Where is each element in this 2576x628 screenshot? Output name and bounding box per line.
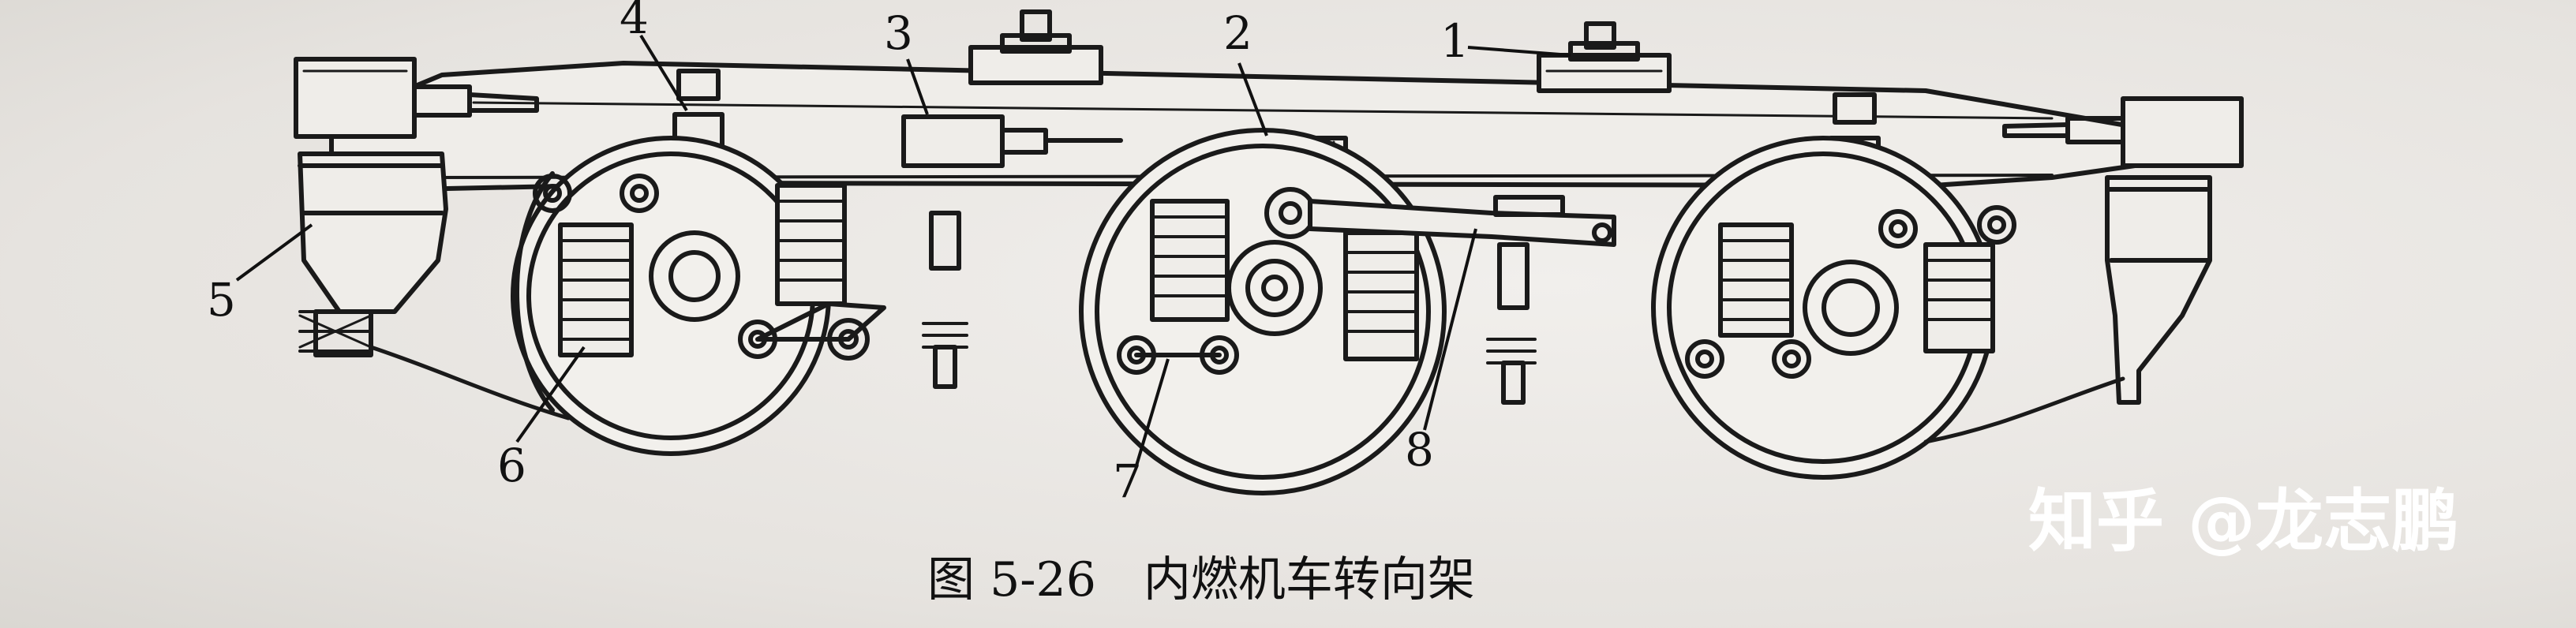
left-sandbox: [298, 151, 448, 357]
axle-box-spring-2: [1150, 199, 1419, 361]
callout-6: 6: [497, 439, 526, 492]
callout-1: 1: [1440, 14, 1470, 68]
sensor-box: [901, 114, 1123, 168]
leader-7: [1135, 358, 1170, 466]
dampers: [922, 211, 1537, 405]
callout-7: 7: [1113, 454, 1142, 508]
leader-8: [1423, 228, 1477, 431]
callout-3: 3: [884, 6, 913, 60]
center-pivot: [1537, 21, 1672, 93]
leader-4: [639, 34, 688, 112]
leader-2: [1237, 62, 1268, 136]
watermark-text: 知乎 @龙志鹏: [2028, 482, 2459, 561]
callout-8: 8: [1405, 423, 1434, 477]
right-sandbox: [2105, 175, 2212, 405]
axle-box-spring-3: [1718, 222, 1995, 353]
figure-caption: 图 5-26 内燃机车转向架: [927, 552, 1475, 607]
callout-4: 4: [620, 0, 649, 44]
sand-pipe-right: [1923, 376, 2125, 444]
right-end-box: [2002, 96, 2244, 168]
leader-5: [235, 223, 313, 282]
callout-2: 2: [1223, 6, 1252, 60]
left-end-box: [294, 57, 539, 139]
axle-box-spring: [558, 183, 847, 357]
brake-linkage: [533, 174, 2016, 379]
center-pivot-left: [968, 9, 1103, 85]
leader-3: [906, 58, 929, 115]
leader-1: [1467, 46, 1571, 57]
traction-rod: [1264, 187, 1616, 247]
callout-5: 5: [207, 273, 236, 327]
leader-6: [515, 346, 586, 443]
